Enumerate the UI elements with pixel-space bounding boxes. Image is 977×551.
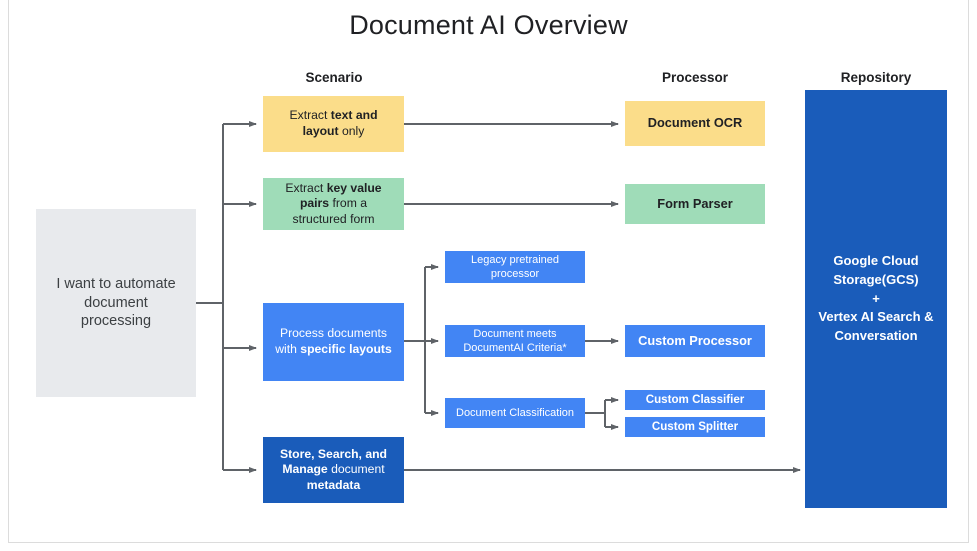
processor-custom-splitter[interactable]: Custom Splitter <box>625 417 765 437</box>
node-label-2: Document Classification <box>456 406 574 419</box>
processor-custom-processor[interactable]: Custom Processor <box>625 325 765 357</box>
column-header-scenario: Scenario <box>305 70 363 85</box>
processor-form-parser[interactable]: Form Parser <box>625 184 765 224</box>
page-title: Document AI Overview <box>349 10 628 40</box>
processor-custom-classifier[interactable]: Custom Classifier <box>625 390 765 410</box>
processor-document-ocr[interactable]: Document OCR <box>625 101 765 146</box>
node-document-classification[interactable]: Document Classification <box>445 398 585 428</box>
column-header-repository: Repository <box>840 70 912 85</box>
column-header-processor: Processor <box>661 70 729 85</box>
page-frame <box>8 0 969 543</box>
